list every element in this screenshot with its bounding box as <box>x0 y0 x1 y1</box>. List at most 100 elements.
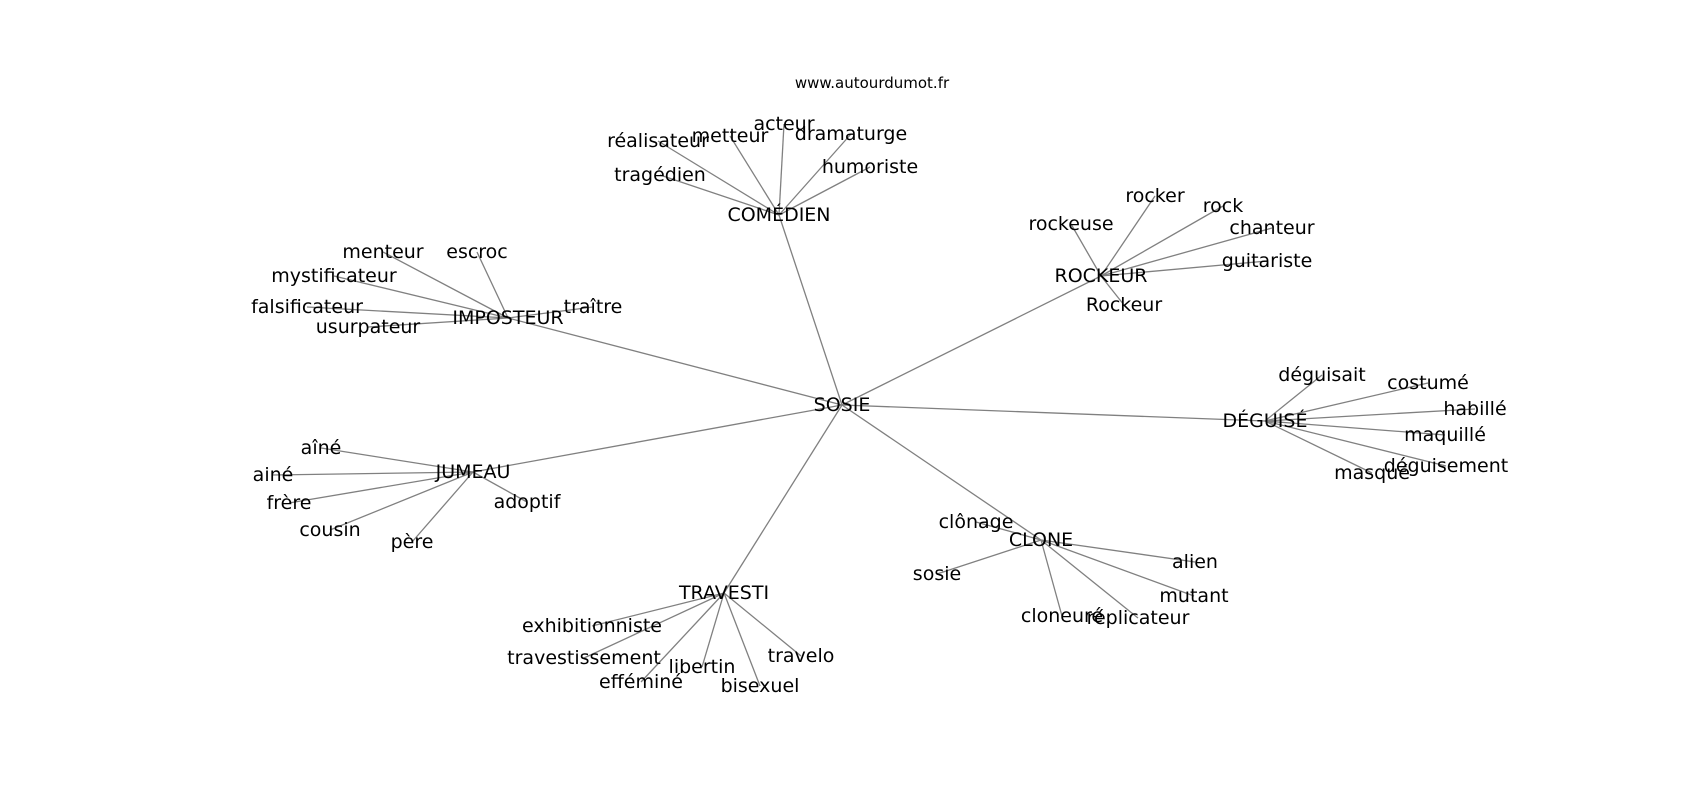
node-chanteur: chanteur <box>1229 217 1314 239</box>
node-clone: CLONE <box>1009 529 1073 551</box>
edge-deguise-costume <box>1264 382 1429 422</box>
edge-imposteur-usurpateur <box>367 317 509 328</box>
node-rock: rock <box>1203 195 1243 217</box>
edge-sosie-deguise <box>841 404 1266 422</box>
graph-edges <box>272 123 1476 687</box>
edge-rockeur-rocker <box>1100 195 1156 277</box>
node-clonage: clônage <box>939 511 1014 533</box>
node-realisateur: réalisateur <box>607 130 709 152</box>
edge-imposteur-falsificateur <box>306 306 509 319</box>
node-adoptif: adoptif <box>494 491 562 513</box>
edge-clone-mutant <box>1040 539 1195 597</box>
node-dramaturge: dramaturge <box>795 123 907 145</box>
edge-sosie-imposteur <box>507 317 843 406</box>
node-comedien: COMÉDIEN <box>727 203 830 226</box>
edge-rockeur-rockeuse <box>1070 223 1102 277</box>
edge-comedien-acteur <box>778 123 785 216</box>
edge-travesti-libertin <box>701 592 725 668</box>
node-menteur: menteur <box>342 241 423 263</box>
node-cousin: cousin <box>299 519 360 541</box>
node-aine: ainé <box>253 464 294 486</box>
edge-imposteur-mystificateur <box>333 275 509 319</box>
edge-sosie-jumeau <box>472 404 843 473</box>
edge-travesti-bisexuel <box>723 592 761 687</box>
node-rockeur: ROCKEUR <box>1055 265 1148 287</box>
node-habille: habillé <box>1443 398 1506 420</box>
edge-rockeur-chanteur <box>1100 227 1273 277</box>
edge-sosie-clone <box>841 404 1042 541</box>
node-deguise: DÉGUISÉ <box>1223 409 1308 432</box>
edge-jumeau-frere <box>288 471 474 504</box>
edge-jumeau-aine <box>272 471 474 476</box>
edge-jumeau-adoptif <box>472 471 528 503</box>
node-cloneure: cloneuré <box>1021 605 1103 627</box>
edge-travesti-effemine <box>640 592 725 683</box>
node-mystificateur: mystificateur <box>271 265 397 287</box>
edge-travesti-travelo <box>723 592 802 657</box>
edge-jumeau-cousin <box>329 471 474 531</box>
node-aine: aîné <box>301 437 342 459</box>
edge-clone-sosie <box>936 539 1042 575</box>
edge-rockeur-rock <box>1100 205 1224 277</box>
edge-jumeau-pere <box>411 471 474 543</box>
edge-clone-replicateur <box>1040 539 1139 619</box>
edge-deguise-deguisement <box>1264 420 1447 467</box>
node-sosie: sosie <box>913 563 961 585</box>
node-rockeuse: rockeuse <box>1028 213 1113 235</box>
node-masque: masqué <box>1334 462 1410 484</box>
edge-comedien-metteur <box>729 135 780 216</box>
edge-clone-clonage <box>975 521 1042 541</box>
edge-comedien-humoriste <box>778 166 871 216</box>
edge-comedien-dramaturge <box>778 133 852 216</box>
node-imposteur: IMPOSTEUR <box>452 307 563 329</box>
graph-nodes: SOSIECOMÉDIENréalisateurmetteuracteurdra… <box>251 113 1508 697</box>
edge-deguise-masque <box>1264 420 1373 474</box>
node-sosie: SOSIE <box>814 394 871 416</box>
node-traitre: traître <box>564 296 623 318</box>
node-pere: père <box>391 531 434 553</box>
edge-sosie-comedien <box>778 214 843 406</box>
node-frere: frère <box>267 492 312 514</box>
node-effemine: efféminé <box>599 671 683 693</box>
node-travestissement: travestissement <box>507 647 661 669</box>
node-libertin: libertin <box>669 656 736 678</box>
node-travelo: travelo <box>768 645 835 667</box>
node-acteur: acteur <box>753 113 814 135</box>
edge-imposteur-menteur <box>382 251 509 319</box>
edge-travesti-travestissement <box>583 592 725 659</box>
node-bisexuel: bisexuel <box>721 675 800 697</box>
node-usurpateur: usurpateur <box>316 316 421 338</box>
node-deguisement: déguisement <box>1384 455 1508 477</box>
node-jumeau: JUMEAU <box>435 461 511 483</box>
edge-imposteur-traitre <box>507 306 594 319</box>
edge-clone-alien <box>1040 539 1196 563</box>
node-deguisait: déguisait <box>1278 364 1365 386</box>
edge-sosie-rockeur <box>841 275 1102 406</box>
node-replicateur: réplicateur <box>1087 607 1190 629</box>
edge-travesti-exhibitionniste <box>591 592 725 627</box>
node-rockeur: Rockeur <box>1086 294 1162 316</box>
node-mutant: mutant <box>1159 585 1228 607</box>
node-escroc: escroc <box>446 241 508 263</box>
node-exhibitionniste: exhibitionniste <box>522 615 662 637</box>
edge-rockeur-rockeur <box>1100 275 1125 306</box>
edge-imposteur-escroc <box>476 251 509 319</box>
node-costume: costumé <box>1387 372 1469 394</box>
source-watermark: www.autourdumot.fr <box>795 74 950 92</box>
edge-deguise-habille <box>1264 408 1476 422</box>
edge-clone-cloneure <box>1040 539 1063 617</box>
node-tragedien: tragédien <box>614 164 706 186</box>
node-maquille: maquillé <box>1404 424 1486 446</box>
edge-rockeur-guitariste <box>1100 260 1268 277</box>
edge-sosie-travesti <box>723 404 843 594</box>
node-humoriste: humoriste <box>822 156 918 178</box>
edge-deguise-maquille <box>1264 420 1446 436</box>
node-guitariste: guitariste <box>1222 250 1313 272</box>
edge-jumeau-aine <box>320 447 474 473</box>
edge-comedien-tragedien <box>659 174 780 216</box>
node-travesti: TRAVESTI <box>678 582 769 604</box>
edge-deguise-deguisait <box>1264 374 1323 422</box>
edge-comedien-realisateur <box>657 140 780 216</box>
node-falsificateur: falsificateur <box>251 296 363 318</box>
